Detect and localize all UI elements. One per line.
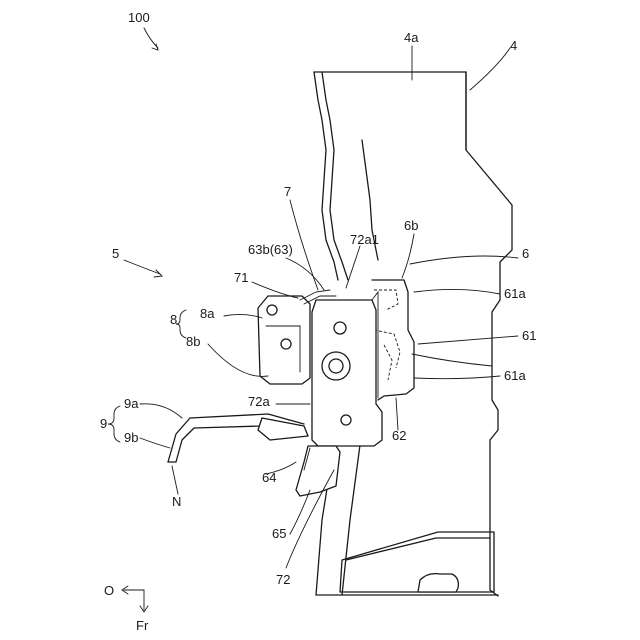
label-assembly: 100 <box>128 10 150 25</box>
label-bracket-edge: 62 <box>392 428 406 443</box>
bottom-plate <box>340 532 494 592</box>
label-axis-out: O <box>104 583 114 598</box>
label-hinge: 7 <box>284 184 291 199</box>
label-flange: 63b(63) <box>248 242 293 257</box>
label-hinge-part-b: 8b <box>186 334 200 349</box>
label-bracket-face-a-lower: 61a <box>504 368 526 383</box>
label-hinge-arm: 72a <box>248 394 270 409</box>
hinge-plate-hole-b <box>281 339 291 349</box>
hinge-pin <box>329 359 343 373</box>
label-bracket-top: 6b <box>404 218 418 233</box>
label-hinge-group: 8 <box>170 312 177 327</box>
label-door-unit: 5 <box>112 246 119 261</box>
hinge-plate-hole-a <box>267 305 277 315</box>
label-axis-front: Fr <box>136 618 149 633</box>
label-plate-bottom: 65 <box>272 526 286 541</box>
label-flange-lower: 64 <box>262 470 276 485</box>
label-handle-b: 9b <box>124 430 138 445</box>
label-hinge-part-a: 8a <box>200 306 215 321</box>
label-bracket-face: 61 <box>522 328 536 343</box>
label-pillar-part: 4a <box>404 30 419 45</box>
label-hinge-pin: 71 <box>234 270 248 285</box>
label-hinge-body: 72 <box>276 572 290 587</box>
label-bracket: 6 <box>522 246 529 261</box>
bolt-hole-lower <box>341 415 351 425</box>
axis-indicator <box>122 586 148 612</box>
pillar-outline <box>466 72 512 596</box>
label-handle-group: 9 <box>100 416 107 431</box>
label-pillar: 4 <box>510 38 517 53</box>
bolt-hole-upper <box>334 322 346 334</box>
label-bracket-face-a-upper: 61a <box>504 286 526 301</box>
hinge-base-plate <box>312 292 382 446</box>
label-handle-a: 9a <box>124 396 139 411</box>
handle-9 <box>168 414 308 462</box>
label-handle-tip: N <box>172 494 181 509</box>
label-hinge-arm-top: 72a1 <box>350 232 379 247</box>
